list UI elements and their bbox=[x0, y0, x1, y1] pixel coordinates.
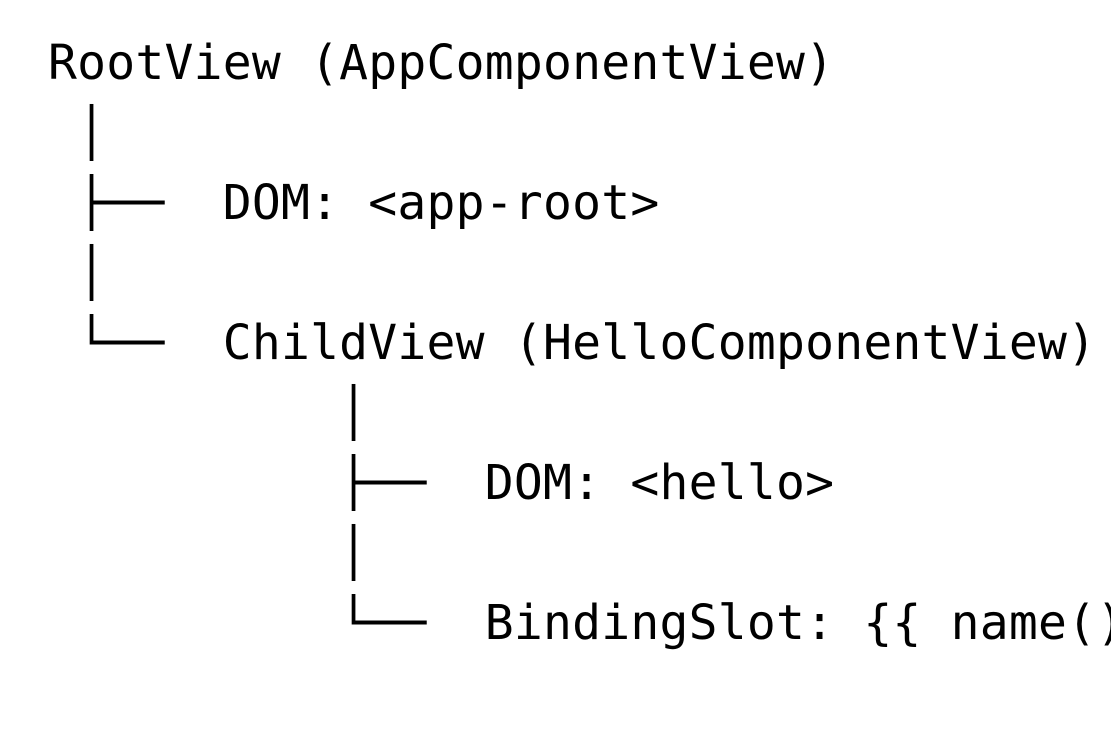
tree-line-root-view: RootView (AppComponentView) bbox=[48, 35, 835, 91]
component-view-tree: RootView (AppComponentView) │ ├── DOM: <… bbox=[48, 28, 1111, 658]
tree-line-spacer-3: │ bbox=[48, 385, 369, 441]
tree-line-dom-hello: ├── DOM: <hello> bbox=[48, 455, 835, 511]
tree-line-binding-slot: └── BindingSlot: {{ name() }} bbox=[48, 595, 1111, 651]
tree-line-spacer-4: │ bbox=[48, 525, 369, 581]
tree-line-spacer-2: │ bbox=[48, 245, 107, 301]
tree-line-spacer-1: │ bbox=[48, 105, 107, 161]
tree-line-child-view: └── ChildView (HelloComponentView) bbox=[48, 315, 1097, 371]
tree-line-dom-app-root: ├── DOM: <app-root> bbox=[48, 175, 660, 231]
